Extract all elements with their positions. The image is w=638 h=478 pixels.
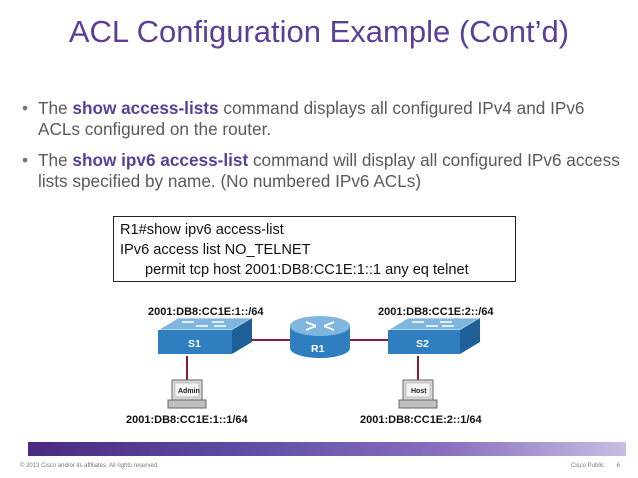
host-ip-label: 2001:DB8:CC1E:2::1/64 [360,414,483,426]
cli-line: permit tcp host 2001:DB8:CC1E:1::1 any e… [145,262,469,278]
bullet-item: • The show ipv6 access-list command will… [22,150,622,192]
admin-pc-label: Admin [178,388,200,395]
switch-s1-icon: S1 [156,317,254,354]
admin-pc-icon: Admin [167,379,207,409]
bullet-command: show access-lists [72,98,219,118]
slide-title: ACL Configuration Example (Cont’d) [68,14,570,49]
classification-text: Cisco Public [570,463,604,469]
s1-network-label: 2001:DB8:CC1E:1::/64 [148,306,264,318]
switch-s1-label: S1 [188,338,201,350]
switch-s2-label: S2 [416,338,429,350]
s2-network-label: 2001:DB8:CC1E:2::/64 [378,306,494,318]
host-pc-label: Host [411,388,427,395]
bullet-text-post: command displays all configured IPv4 and… [38,98,585,139]
copyright-text: © 2013 Cisco and/or its affiliates. All … [20,463,159,469]
cli-line: IPv6 access list NO_TELNET [120,242,311,258]
bullet-dot-icon: • [22,150,29,170]
admin-ip-label: 2001:DB8:CC1E:1::1/64 [126,414,249,426]
bullet-text-pre: The [38,150,73,170]
switch-s2-icon: S2 [386,317,482,354]
bullet-command: show ipv6 access-list [72,150,249,170]
router-r1-label: R1 [311,343,325,355]
host-pc-icon: Host [398,379,438,409]
bullet-list: • The show access-lists command displays… [22,98,622,202]
page-number: 6 [616,463,620,469]
footer-bar [28,442,626,456]
bullet-dot-icon: • [22,98,29,118]
bullet-text-post: command will display all configured IPv6… [38,150,620,191]
router-r1-icon: R1 [290,316,350,358]
bullet-text-pre: The [38,98,73,118]
bullet-item: • The show access-lists command displays… [22,98,622,140]
cli-line: R1#show ipv6 access-list [120,222,284,238]
cli-output-box: R1#show ipv6 access-list IPv6 access lis… [113,216,516,282]
